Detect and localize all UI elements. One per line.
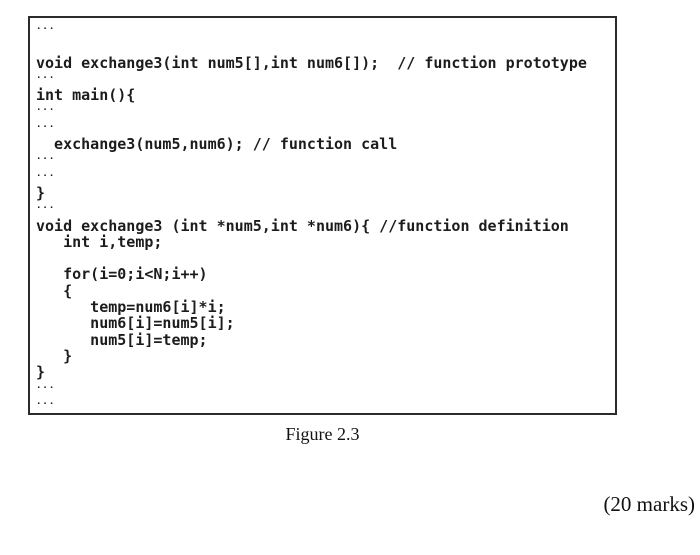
code-line: ... (36, 201, 56, 212)
code-line: int i,temp; (36, 232, 163, 251)
code-line: int main(){ (36, 86, 136, 105)
code-line: num5[i]=temp; (36, 330, 208, 349)
code-line: } (36, 183, 46, 202)
code-line: ... (36, 119, 56, 130)
code-line: ... (36, 396, 56, 407)
code-line: num6[i]=num5[i]; (36, 314, 235, 333)
code-line (36, 38, 609, 54)
code-line: { (36, 281, 73, 300)
code-line: } (36, 363, 46, 382)
code-listing: ... void exchange3(int num5[],int num6[]… (36, 22, 609, 413)
code-line (36, 250, 609, 266)
code-line: ... (36, 152, 56, 163)
code-line: ... (36, 22, 56, 32)
marks-label: (20 marks) (603, 492, 695, 516)
code-line: ... (36, 168, 56, 179)
code-line: for(i=0;i<N;i++) (36, 265, 208, 284)
code-line: ... (36, 70, 56, 81)
figure-caption: Figure 2.3 (285, 424, 360, 444)
code-line: } (36, 346, 73, 365)
code-line: void exchange3 (int *num5,int *num6){ //… (36, 216, 569, 235)
code-line: ... (36, 380, 56, 391)
figure-code-box: ... void exchange3(int num5[],int num6[]… (28, 16, 617, 415)
code-line: temp=num6[i]*i; (36, 298, 226, 317)
code-line: exchange3(num5,num6); // function call (36, 135, 398, 154)
code-line: ... (36, 103, 56, 114)
code-line: void exchange3(int num5[],int num6[]); /… (36, 53, 587, 72)
